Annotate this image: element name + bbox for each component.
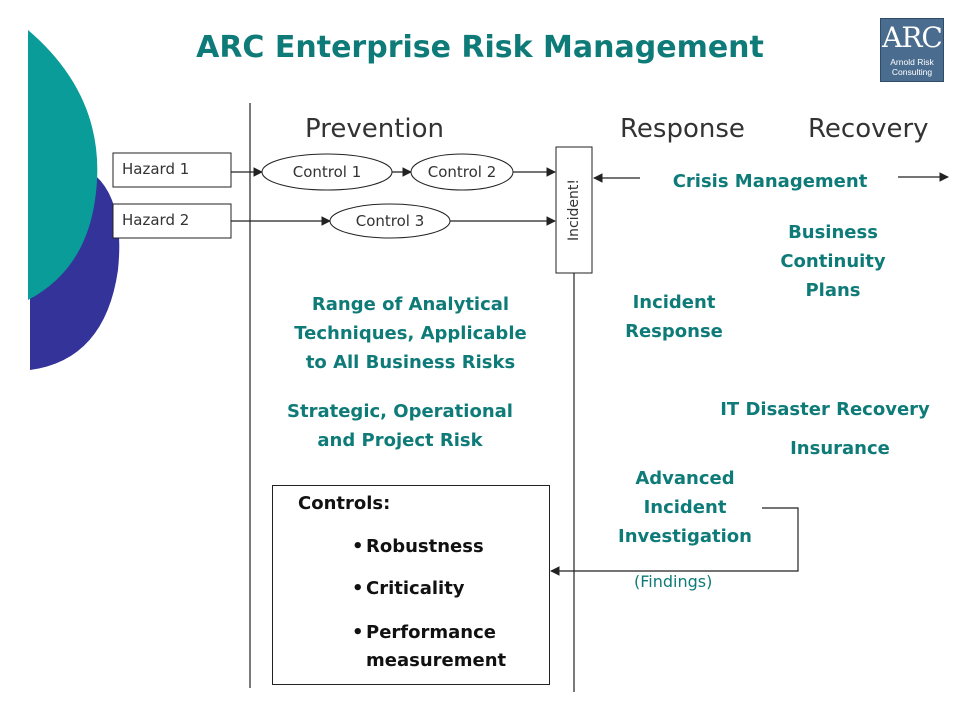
investigation-line-2: Incident (643, 497, 727, 518)
logo-line-2: Consulting (891, 67, 933, 77)
hazard-1-label: Hazard 1 (122, 160, 190, 178)
techniques-line-1: Range of Analytical (311, 294, 510, 315)
hazard-1-box (112, 152, 232, 188)
arc-logo: ARC Arnold Risk Consulting (880, 18, 944, 82)
logo-line-1: Arnold Risk (890, 57, 934, 67)
heading-prevention: Prevention (305, 114, 445, 144)
business-continuity-plans: Business Continuity Plans (748, 218, 918, 305)
bullet-marker-2: • (352, 578, 364, 599)
decorative-shapes (28, 30, 120, 370)
advanced-incident-investigation: Advanced Incident Investigation (595, 464, 775, 551)
techniques-line-3: to All Business Risks (305, 352, 516, 373)
risk-types-line-1: Strategic, Operational (287, 401, 513, 422)
bcp-line-2: Continuity (780, 251, 886, 272)
incident-response: Incident Response (594, 288, 754, 346)
hazard-2-box (112, 203, 232, 239)
bcp-line-3: Plans (805, 280, 861, 301)
logo-text: Arnold Risk Consulting (883, 57, 941, 77)
bullet-marker-3: • (352, 622, 364, 643)
bullet-measurement: measurement (366, 650, 507, 671)
bullet-criticality: Criticality (366, 578, 465, 599)
analytical-techniques: Range of Analytical Techniques, Applicab… (258, 290, 563, 377)
bullet-marker-1: • (352, 536, 364, 557)
heading-recovery: Recovery (808, 114, 929, 144)
incident-response-line-1: Incident (632, 292, 716, 313)
risk-types-line-2: and Project Risk (317, 430, 483, 451)
investigation-line-1: Advanced (635, 468, 735, 489)
it-disaster-recovery: IT Disaster Recovery (720, 399, 930, 420)
teal-shape (28, 30, 98, 300)
findings-feedback-arrow (550, 507, 799, 576)
incident-label-wrap: Incident! (556, 147, 592, 273)
control-2-label: Control 2 (427, 163, 497, 181)
investigation-line-3: Investigation (618, 526, 752, 547)
controls-box (272, 485, 550, 685)
control-3-label: Control 3 (355, 212, 425, 230)
incident-label: Incident! (566, 178, 582, 242)
crisis-management: Crisis Management (672, 171, 868, 192)
risk-types: Strategic, Operational and Project Risk (252, 397, 548, 455)
controls-heading: Controls: (298, 493, 391, 514)
control-3-ellipse (329, 203, 451, 239)
techniques-line-2: Techniques, Applicable (294, 323, 527, 344)
findings-label: (Findings) (634, 572, 713, 591)
logo-mark: ARC (882, 21, 943, 54)
heading-response: Response (620, 114, 745, 144)
control-1-ellipse (261, 153, 393, 191)
incident-box (555, 146, 593, 274)
page-title: ARC Enterprise Risk Management (196, 30, 764, 65)
bcp-line-1: Business (788, 222, 878, 243)
incident-response-line-2: Response (625, 321, 723, 342)
control-2-ellipse (410, 153, 514, 191)
bullet-robustness: Robustness (366, 536, 484, 557)
control-1-label: Control 1 (292, 163, 362, 181)
hazard-2-label: Hazard 2 (122, 211, 190, 229)
bullet-performance: Performance (366, 622, 496, 643)
insurance: Insurance (790, 438, 890, 459)
